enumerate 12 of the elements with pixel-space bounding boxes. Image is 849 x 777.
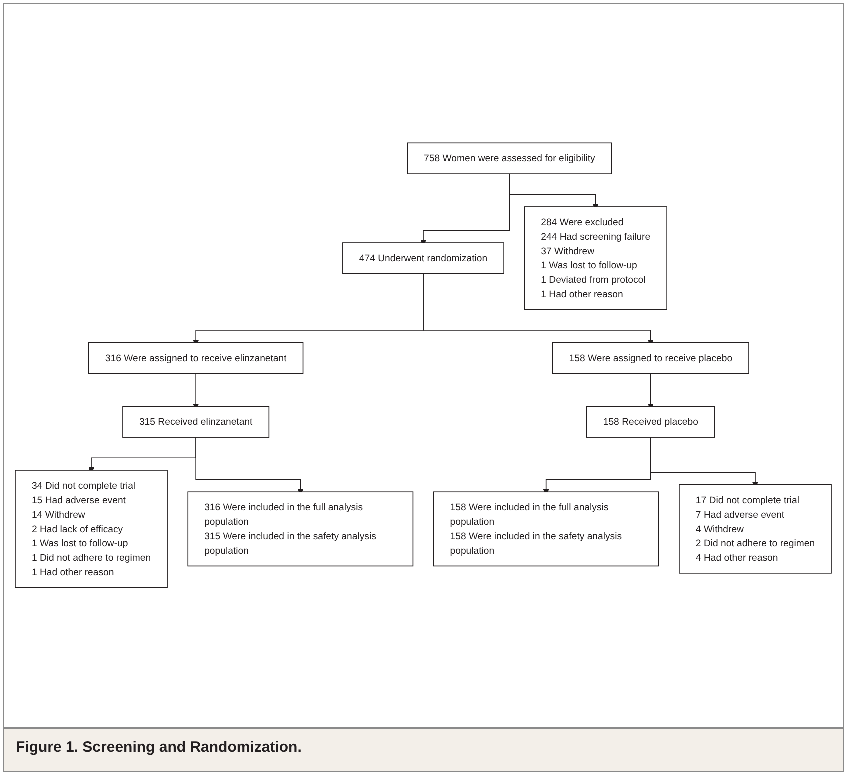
process-box: 34 Did not complete trial 15 Had adverse event 14 Withdrew 2 Had lack of efficacy 1 Was lost to follow-up 1 Did not adhere to regimen 1 Had other reason	[15, 470, 168, 588]
figure-caption: Figure 1. Screening and Randomization.	[16, 739, 303, 756]
process-box: 474 Underwent randomization	[342, 242, 504, 274]
process-box: 17 Did not complete trial 7 Had adverse event 4 Withdrew 2 Did not adhere to regimen 4 Had other reason	[679, 484, 832, 574]
process-box: 158 Were included in the full analysis population 158 Were included in the safety analysis population	[433, 492, 660, 567]
process-box: 284 Were excluded 244 Had screening failure 37 Withdrew 1 Was lost to follow-up 1 Deviated from protocol 1 Had other reason	[524, 206, 668, 310]
process-box: 158 Received placebo	[586, 406, 716, 438]
process-box: 316 Were included in the full analysis population 315 Were included in the safety analysis population	[188, 492, 414, 567]
process-box: 315 Received elinzanetant	[122, 406, 270, 438]
process-box: 758 Women were assessed for eligibility	[407, 142, 612, 174]
process-box: 316 Were assigned to receive elinzanetant	[88, 342, 304, 374]
process-box: 158 Were assigned to receive placebo	[552, 342, 750, 374]
